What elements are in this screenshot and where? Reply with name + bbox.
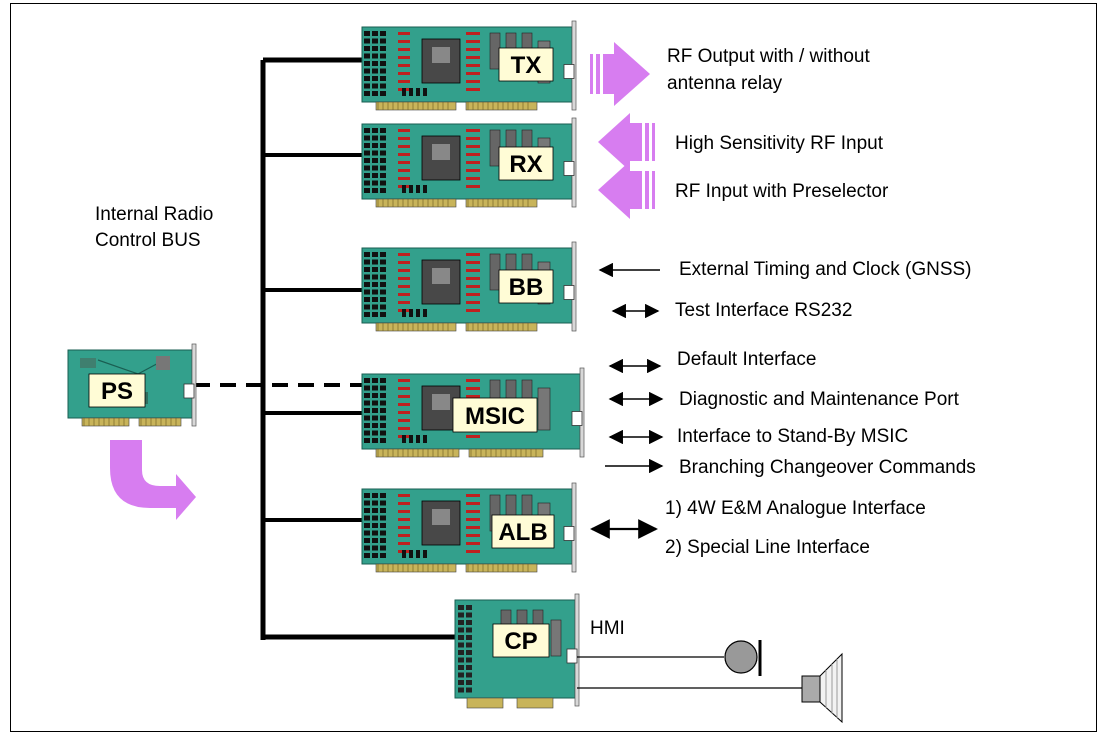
- bb-timing-label: External Timing and Clock (GNSS): [679, 259, 972, 280]
- bb-test-label: Test Interface RS232: [675, 300, 852, 321]
- alb-label-box: [491, 514, 555, 549]
- msic-module-label: MSIC: [465, 403, 525, 430]
- tx-label-box: [498, 47, 554, 82]
- rx-label-box: [498, 146, 554, 181]
- cp-module-label: CP: [504, 628, 537, 655]
- msic-branching-label: Branching Changeover Commands: [679, 457, 976, 478]
- cp-label-box: [492, 623, 550, 658]
- rx-high-sensitivity-input-arrow: [598, 113, 655, 171]
- hmi-label: HMI: [590, 618, 625, 639]
- bb-module-label: BB: [509, 274, 544, 301]
- alb-module-label: ALB: [498, 519, 547, 546]
- control-bus: [194, 57, 455, 640]
- rx-preselector-input-arrow: [598, 161, 655, 219]
- rx-module-label: RX: [509, 151, 542, 178]
- msic-default-label: Default Interface: [677, 349, 816, 370]
- speaker-icon: [801, 652, 843, 724]
- ps-power-arrow: [110, 440, 196, 520]
- tx-rf-output-arrow: [590, 42, 650, 106]
- msic-diagnostic-label: Diagnostic and Maintenance Port: [679, 389, 960, 410]
- alb-4w-label: 1) 4W E&M Analogue Interface: [665, 498, 926, 519]
- bb-label-box: [498, 269, 554, 304]
- rx-preselector-label: RF Input with Preselector: [675, 181, 889, 202]
- tx-module-label: TX: [511, 52, 542, 79]
- msic-label-box: [452, 397, 538, 433]
- tx-output-label: RF Output with / without antenna relay: [667, 46, 875, 94]
- alb-special-line-label: 2) Special Line Interface: [665, 537, 870, 558]
- bus-label: Internal Radio Control BUS: [95, 204, 219, 251]
- ps-module-label: PS: [101, 378, 133, 405]
- msic-standby-label: Interface to Stand-By MSIC: [677, 426, 908, 447]
- rx-high-sensitivity-label: High Sensitivity RF Input: [675, 133, 884, 154]
- microphone-icon: [724, 640, 758, 674]
- ps-label-box: [88, 373, 146, 408]
